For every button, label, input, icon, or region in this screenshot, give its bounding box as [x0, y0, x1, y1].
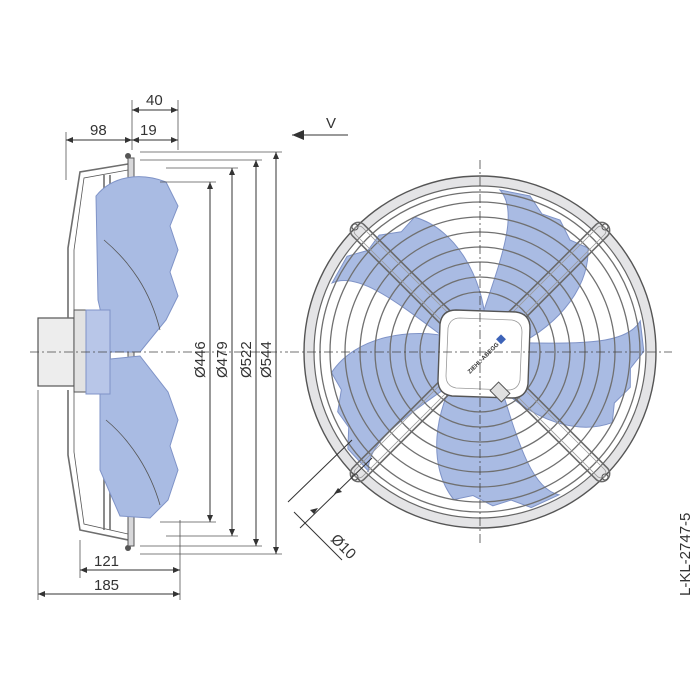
dim-dia10-label: Ø10	[327, 531, 359, 563]
drawing-code: L-KL-2747-5	[677, 513, 694, 596]
dim-dia479-label: Ø479	[214, 341, 231, 378]
dim-121-label: 121	[94, 553, 119, 570]
dim-19-label: 19	[140, 122, 157, 139]
airflow-indicator: V	[292, 115, 348, 140]
brand-logo-icon	[496, 334, 506, 345]
dim-185-label: 185	[94, 577, 119, 594]
side-view	[30, 153, 288, 551]
mount-hole-ne	[601, 223, 609, 231]
dim-dia544-label: Ø544	[258, 341, 275, 378]
dim-98-label: 98	[90, 122, 107, 139]
blade-front	[330, 332, 463, 473]
airflow-label: V	[326, 115, 336, 132]
dim-dia446-label: Ø446	[192, 341, 209, 378]
cable-gland	[489, 381, 511, 403]
side-dimensions: 40 98 19 121 185 Ø446 Ø479 Ø522	[37, 92, 282, 600]
support-strut-bottom	[67, 390, 129, 541]
mount-hole-se	[601, 473, 609, 481]
airflow-arrow-icon	[292, 130, 304, 140]
mount-hole-nw	[351, 223, 359, 231]
blade-front	[479, 189, 589, 349]
motor-flange	[73, 309, 87, 393]
blades	[330, 189, 645, 509]
motor-plate: ZIEHL-ABEGG	[437, 309, 531, 403]
blade-side-lower	[99, 355, 179, 519]
front-view: ZIEHL-ABEGG	[290, 160, 672, 545]
dim-dia522-label: Ø522	[238, 341, 255, 378]
dim-40-label: 40	[146, 92, 163, 109]
support-strut-top	[67, 163, 129, 318]
